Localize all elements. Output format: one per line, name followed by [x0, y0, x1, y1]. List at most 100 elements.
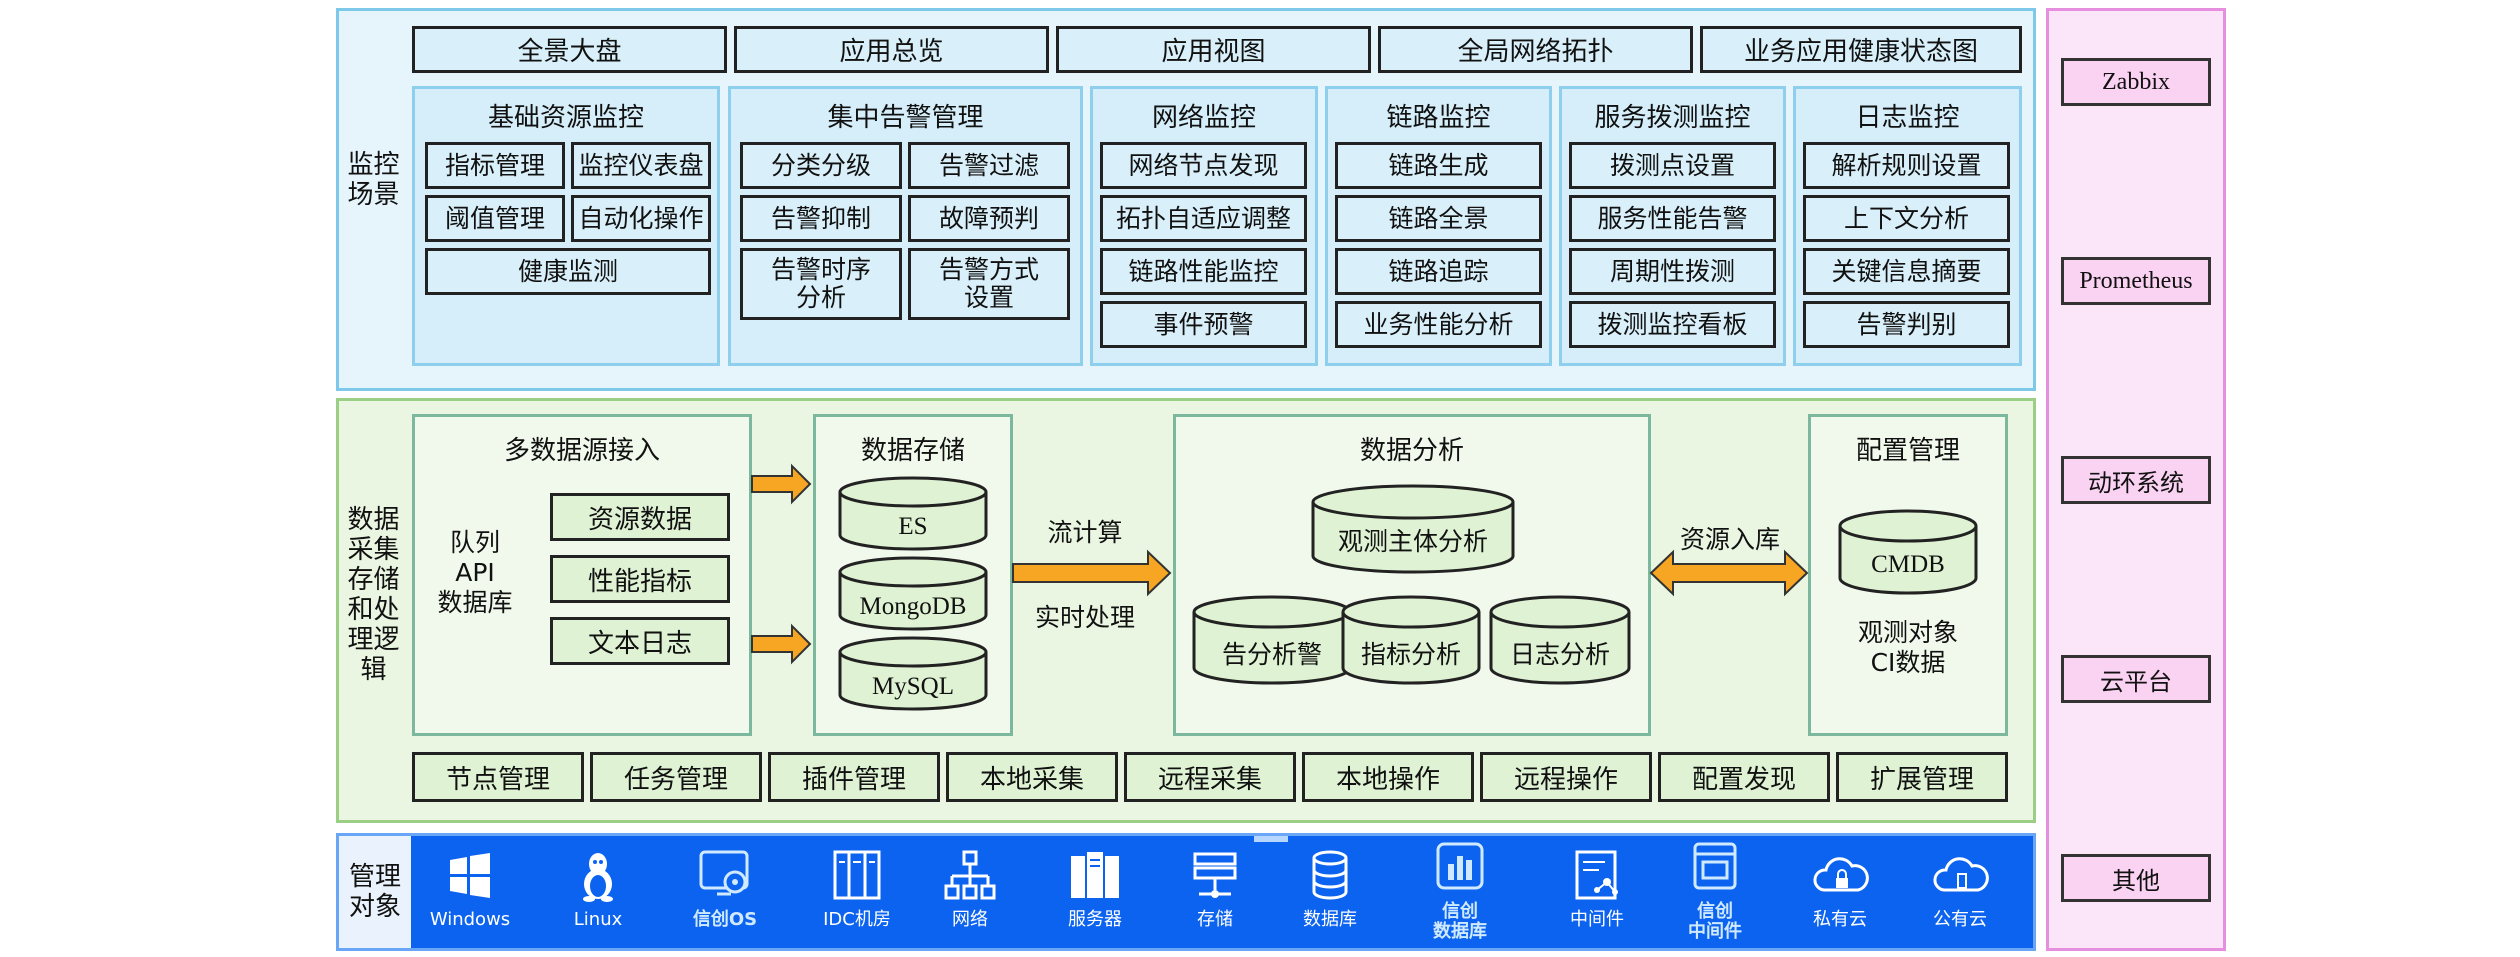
cmdb-label: CMDB [1871, 551, 1945, 578]
item-service-performance-alert[interactable]: 服务性能告警 [1569, 195, 1776, 242]
data-sources-text: 队列 API 数据库 [437, 528, 513, 617]
nav-business-health-map[interactable]: 业务应用健康状态图 [1700, 26, 2022, 73]
mgmt-label: IDC机房 [823, 909, 891, 930]
item-event-warning[interactable]: 事件预警 [1100, 301, 1307, 348]
mgmt-label: 网络 [952, 909, 988, 930]
mgmt-item-windows[interactable]: Windows [420, 846, 520, 930]
item-threshold-management[interactable]: 阈值管理 [425, 195, 565, 242]
item-text-logs[interactable]: 文本日志 [550, 617, 730, 665]
item-task-management[interactable]: 任务管理 [590, 752, 762, 802]
panel-title: 配置管理 [1855, 436, 1960, 466]
item-remote-operation[interactable]: 远程操作 [1480, 752, 1652, 802]
mgmt-label: 中间件 [1570, 909, 1624, 930]
group-title: 集中告警管理 [827, 103, 984, 133]
cylinder-metric-analysis [1341, 595, 1481, 685]
item-metric-management[interactable]: 指标管理 [425, 142, 565, 189]
item-probe-point-setup[interactable]: 拨测点设置 [1569, 142, 1776, 189]
item-plugin-management[interactable]: 插件管理 [768, 752, 940, 802]
db-label-es: ES [898, 513, 928, 540]
data-section-label: 数据 采集 存储 和处 理逻 辑 [347, 505, 400, 685]
monitoring-section-label: 监控 场景 [347, 150, 400, 210]
mgmt-item-middleware[interactable]: 中间件 [1547, 846, 1647, 930]
group-title: 日志监控 [1855, 103, 1960, 133]
item-node-management[interactable]: 节点管理 [412, 752, 584, 802]
item-performance-metrics[interactable]: 性能指标 [550, 555, 730, 603]
mgmt-label: 信创 数据库 [1433, 901, 1487, 942]
item-monitor-dashboard[interactable]: 监控仪表盘 [571, 142, 711, 189]
mgmt-item-idc[interactable]: IDC机房 [802, 846, 912, 930]
side-item-zabbix[interactable]: Zabbix [2061, 58, 2211, 106]
mgmt-item-storage[interactable]: 存储 [1165, 846, 1265, 930]
item-link-tracing[interactable]: 链路追踪 [1335, 248, 1542, 295]
mgmt-item-xinchuang-os[interactable]: 信创OS [670, 846, 780, 930]
arrow-ingest-to-storage-bottom [751, 623, 812, 665]
item-link-generation[interactable]: 链路生成 [1335, 142, 1542, 189]
item-topology-adaptive[interactable]: 拓扑自适应调整 [1100, 195, 1307, 242]
item-alert-discrimination[interactable]: 告警判别 [1803, 301, 2010, 348]
item-local-operation[interactable]: 本地操作 [1302, 752, 1474, 802]
item-config-discovery[interactable]: 配置发现 [1658, 752, 1830, 802]
item-local-collection[interactable]: 本地采集 [946, 752, 1118, 802]
mgmt-item-linux[interactable]: Linux [548, 846, 648, 930]
group-title: 网络监控 [1151, 103, 1256, 133]
item-link-panorama[interactable]: 链路全景 [1335, 195, 1542, 242]
mgmt-item-xinchuang-database[interactable]: 信创 数据库 [1405, 838, 1515, 942]
item-health-check[interactable]: 健康监测 [425, 248, 711, 295]
item-parse-rule-setup[interactable]: 解析规则设置 [1803, 142, 2010, 189]
side-item-prometheus[interactable]: Prometheus [2061, 257, 2211, 305]
item-alert-method-settings[interactable]: 告警方式 设置 [908, 248, 1070, 320]
item-extension-management[interactable]: 扩展管理 [1836, 752, 2008, 802]
arrow-storage-to-analysis [1012, 549, 1172, 597]
db-label-mongodb: MongoDB [859, 593, 967, 620]
mgmt-label: 信创 中间件 [1688, 901, 1742, 942]
managed-objects-label: 管理 对象 [339, 836, 411, 948]
mgmt-item-network[interactable]: 网络 [920, 846, 1020, 930]
analysis-main-label: 观测主体分析 [1337, 527, 1488, 556]
analysis-alert-label: 告分析警 [1221, 640, 1322, 669]
mgmt-item-server[interactable]: 服务器 [1045, 846, 1145, 930]
cylinder-subject-analysis [1311, 484, 1515, 574]
selected-indicator [1254, 836, 1288, 842]
item-alert-suppression[interactable]: 告警抑制 [740, 195, 902, 242]
item-key-info-summary[interactable]: 关键信息摘要 [1803, 248, 2010, 295]
cylinder-alert-analysis [1192, 595, 1352, 685]
side-item-other[interactable]: 其他 [2061, 854, 2211, 902]
item-automation[interactable]: 自动化操作 [571, 195, 711, 242]
item-link-performance[interactable]: 链路性能监控 [1100, 248, 1307, 295]
side-item-cloud-platform[interactable]: 云平台 [2061, 655, 2211, 703]
mgmt-item-private-cloud[interactable]: 私有云 [1790, 846, 1890, 930]
cylinder-log-analysis [1489, 595, 1631, 685]
item-resource-data[interactable]: 资源数据 [550, 493, 730, 541]
mgmt-item-database[interactable]: 数据库 [1280, 846, 1380, 930]
middleware-icon [1575, 850, 1618, 900]
item-remote-collection[interactable]: 远程采集 [1124, 752, 1296, 802]
item-alert-timing-analysis[interactable]: 告警时序 分析 [740, 248, 902, 320]
nav-app-view[interactable]: 应用视图 [1056, 26, 1371, 73]
managed-objects-section [336, 833, 2036, 951]
item-business-performance[interactable]: 业务性能分析 [1335, 301, 1542, 348]
mgmt-label: 数据库 [1303, 909, 1357, 930]
nav-global-network-topology[interactable]: 全局网络拓扑 [1378, 26, 1693, 73]
item-alert-filter[interactable]: 告警过滤 [908, 142, 1070, 189]
arrow-ingest-to-storage-top [751, 463, 812, 505]
mgmt-label: 存储 [1197, 909, 1233, 930]
xc-middleware-icon [1693, 842, 1737, 890]
item-classification[interactable]: 分类分级 [740, 142, 902, 189]
mgmt-item-public-cloud[interactable]: 公有云 [1910, 846, 2010, 930]
item-context-analysis[interactable]: 上下文分析 [1803, 195, 2010, 242]
nav-app-overview[interactable]: 应用总览 [734, 26, 1049, 73]
item-fault-prediction[interactable]: 故障预判 [908, 195, 1070, 242]
db-cylinder-mysql [838, 636, 988, 711]
db-label-mysql: MySQL [872, 673, 954, 700]
resource-ingest-label: 资源入库 [1679, 525, 1780, 554]
database-icon [1312, 850, 1348, 900]
group-title: 链路监控 [1386, 103, 1491, 133]
arrow-analysis-config-bidirectional [1649, 549, 1809, 597]
network-icon [944, 850, 996, 900]
item-probe-dashboard[interactable]: 拨测监控看板 [1569, 301, 1776, 348]
side-item-power-env-system[interactable]: 动环系统 [2061, 456, 2211, 504]
item-periodic-probe[interactable]: 周期性拨测 [1569, 248, 1776, 295]
nav-panorama-dashboard[interactable]: 全景大盘 [412, 26, 727, 73]
item-network-node-discovery[interactable]: 网络节点发现 [1100, 142, 1307, 189]
mgmt-item-xinchuang-middleware[interactable]: 信创 中间件 [1660, 838, 1770, 942]
